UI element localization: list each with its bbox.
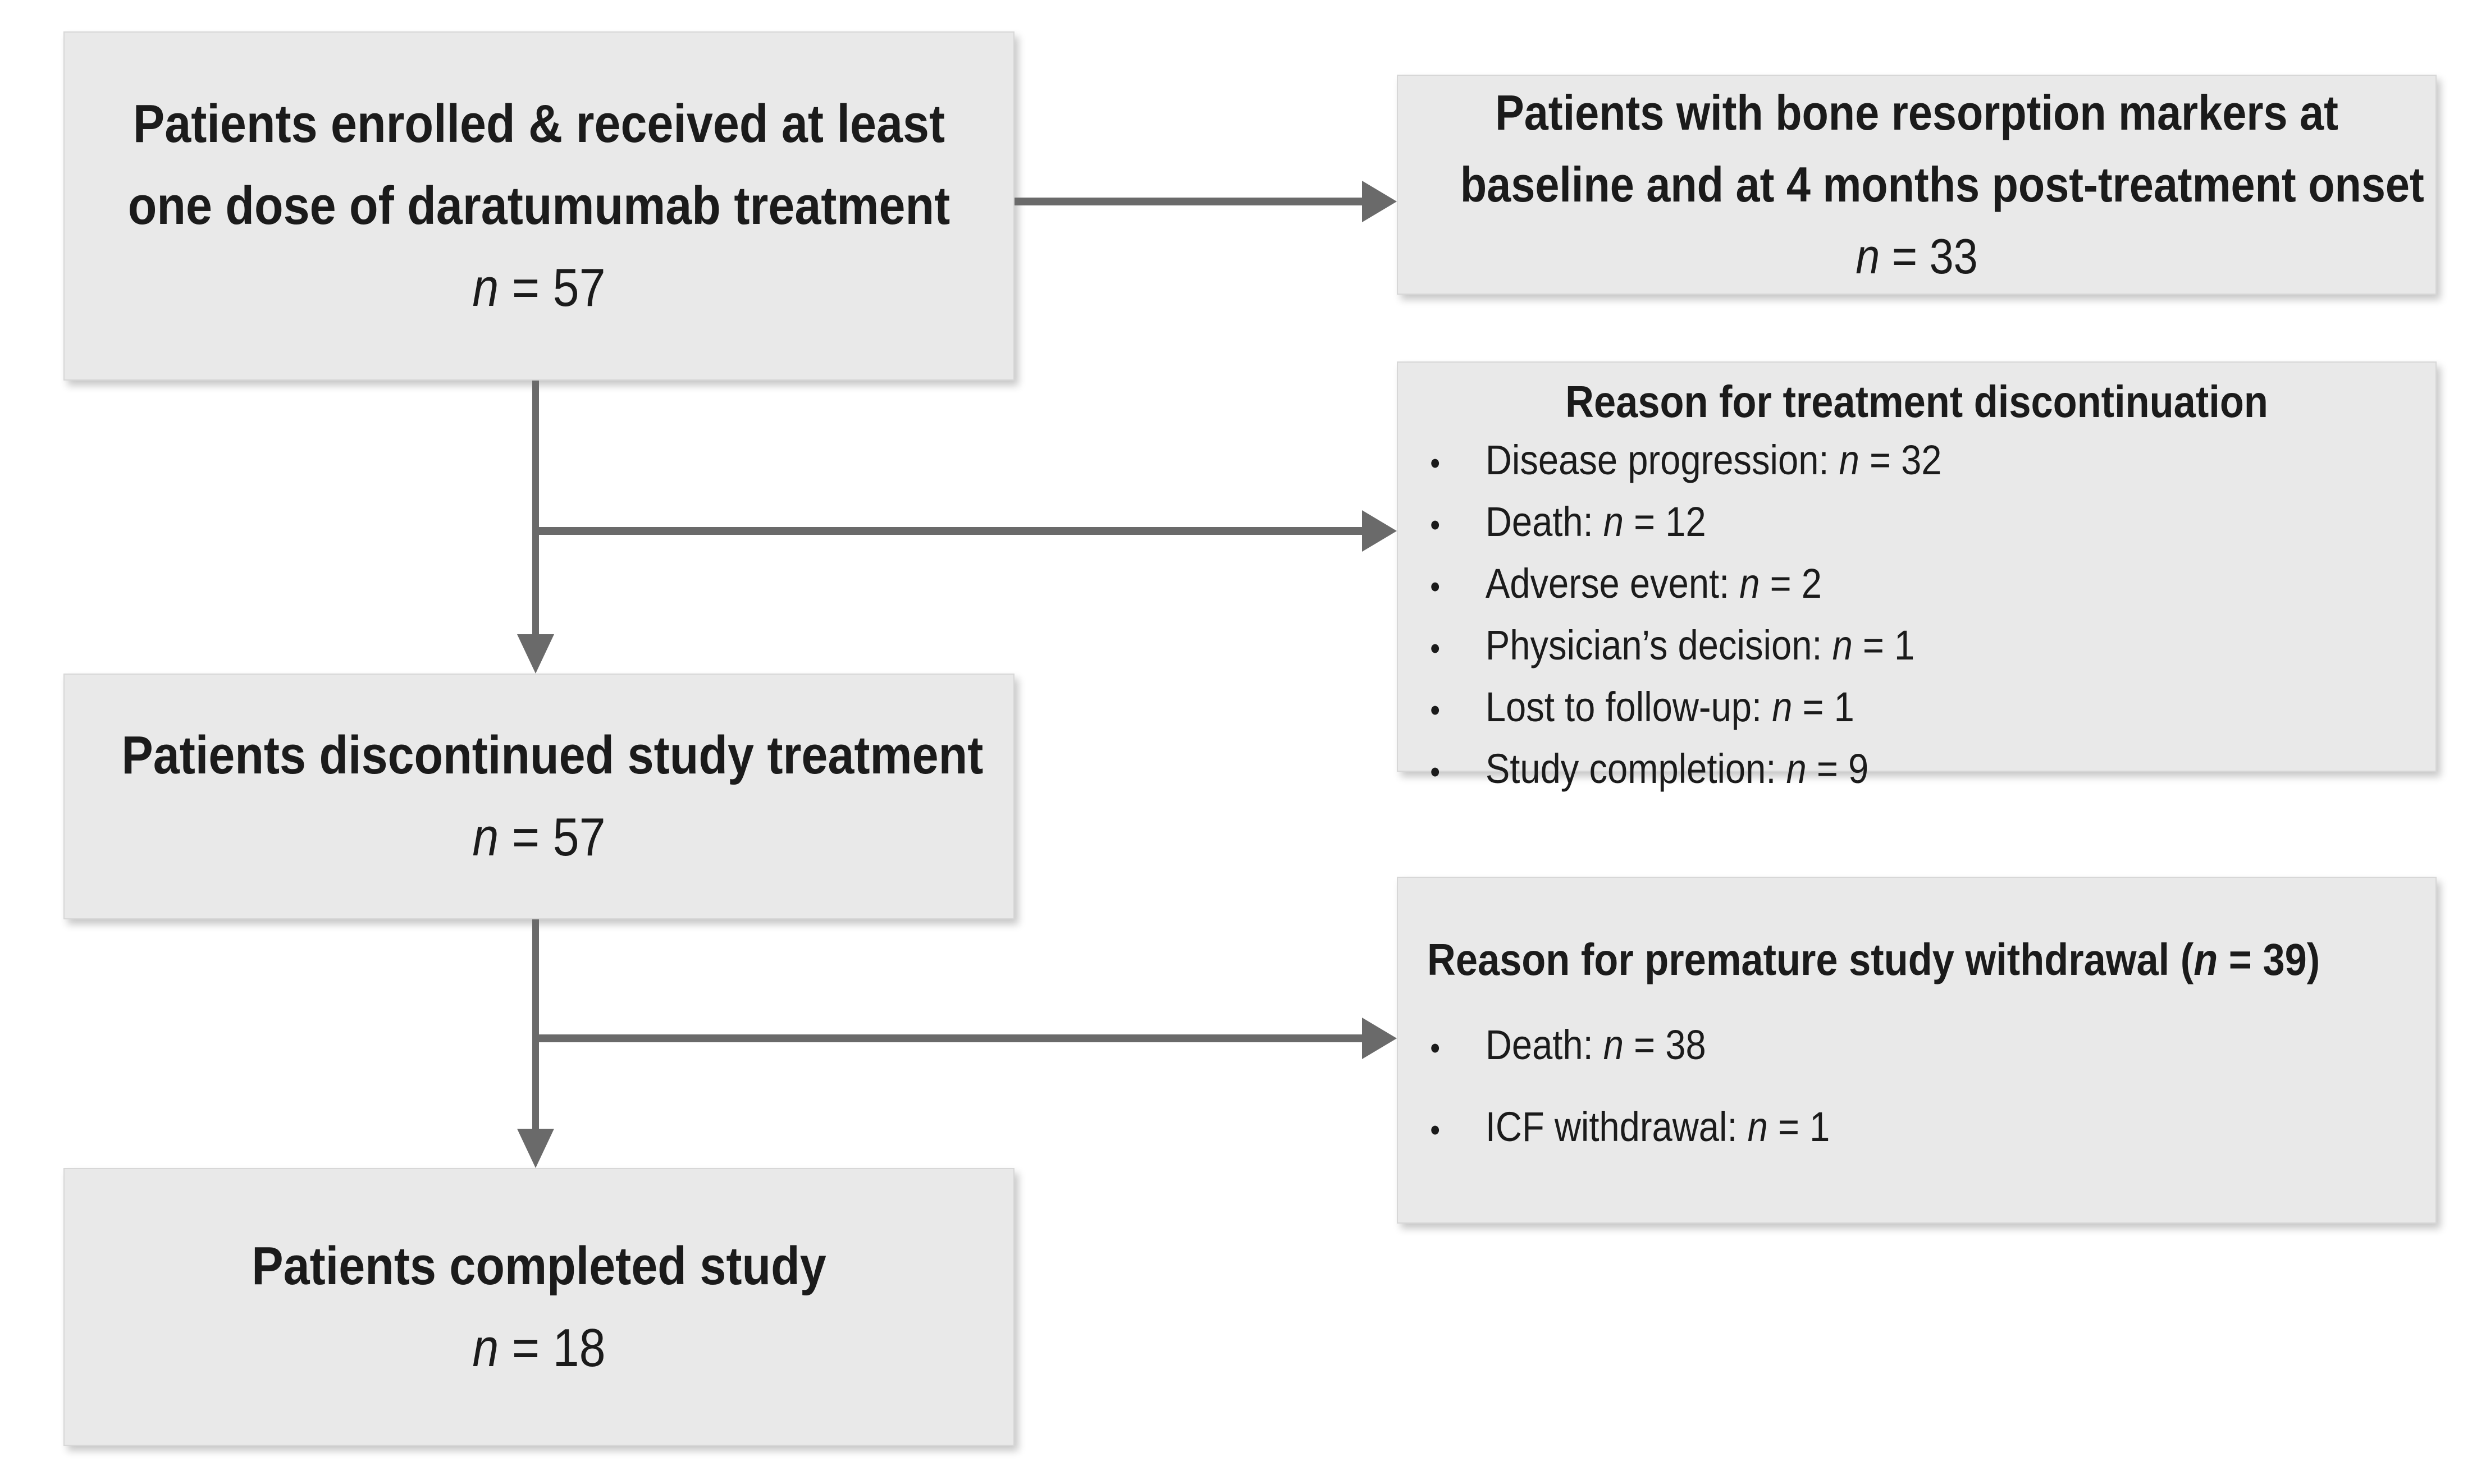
count-value: = 18 [499,1317,606,1378]
bullet-text: Adverse event: n = 2 [1486,555,1822,613]
count-value: = 38 [1624,1022,1706,1068]
n-italic: n [1739,560,1760,607]
bullet-label: Study completion: [1485,745,1786,792]
box-completed: Patients completed study n = 18 [63,1168,1014,1446]
bullet-text: Disease progression: n = 32 [1486,431,1942,489]
box-treatment-discontinuation-reasons: Reason for treatment discontinuation • D… [1397,361,2437,792]
count-value: = 12 [1624,498,1706,545]
bullet-icon: • [1430,754,1441,790]
bullet-icon: • [1430,692,1441,729]
arrow-enrolled-to-markers-head [1362,181,1397,222]
bullet-text: Physician’s decision: n = 1 [1486,616,1914,675]
list-item-lost-to-follow-up: • Lost to follow-up: n = 1 [1427,678,2289,740]
arrow-to-withdrawal-reasons-head [1362,1018,1397,1059]
list-item-physician-decision: • Physician’s decision: n = 1 [1427,616,2289,678]
list-item-study-completion: • Study completion: n = 9 [1427,740,2289,801]
box-discontinued-title: Patients discontinued study treatment [121,725,984,785]
n-italic: n [472,1317,499,1378]
box-enrolled: Patients enrolled & received at least on… [63,31,1014,381]
bullet-label: Death: [1485,498,1603,545]
list-item-icf-withdrawal: • ICF withdrawal: n = 1 [1427,1088,2289,1170]
bullet-icon: • [1430,507,1441,543]
n-italic: n [472,258,499,318]
n-italic: n [472,807,499,867]
box-enrolled-title-line2: one dose of daratumumab treatment [127,176,950,236]
bullet-label: ICF withdrawal: [1485,1103,1748,1150]
discontinuation-heading: Reason for treatment discontinuation [1565,377,2268,427]
bullet-label: Physician’s decision: [1485,622,1832,668]
box-completed-count: n = 18 [121,1307,956,1389]
n-italic: n [1856,228,1880,284]
bullet-icon: • [1430,630,1441,667]
count-value: = 1 [1852,622,1915,668]
bullet-text: ICF withdrawal: n = 1 [1486,1088,1830,1166]
n-italic: n [1839,437,1859,483]
n-italic: n [1603,498,1624,545]
arrow-enrolled-to-discontinued-line [532,381,539,636]
arrow-discontinued-to-completed-head [517,1129,554,1168]
bullet-text: Study completion: n = 9 [1486,740,1868,798]
count-value: = 57 [499,807,606,867]
bullet-icon: • [1430,1030,1441,1066]
bullet-label: Death: [1485,1022,1603,1068]
n-italic: n [1603,1022,1624,1068]
bullet-label: Lost to follow-up: [1485,684,1772,730]
count-value: = 32 [1859,437,1942,483]
n-italic: n [1747,1103,1768,1150]
box-markers-title-line1: Patients with bone resorption markers at [1495,85,2338,140]
box-bone-resorption-markers: Patients with bone resorption markers at… [1397,75,2437,295]
list-item-death: • Death: n = 12 [1427,493,2289,555]
arrow-enrolled-to-markers-line [1014,198,1364,205]
bullet-icon: • [1430,569,1441,605]
bullet-text: Death: n = 38 [1486,1006,1706,1084]
n-italic: n [2193,935,2218,984]
heading-suffix: = 39) [2218,935,2320,984]
withdrawal-heading: Reason for premature study withdrawal (n… [1427,931,2320,989]
arrow-enrolled-to-discontinued-head [517,634,554,674]
n-italic: n [1832,622,1853,668]
arrow-to-withdrawal-reasons-line [536,1034,1363,1042]
count-value: = 2 [1760,560,1822,607]
list-item-death: • Death: n = 38 [1427,1006,2289,1088]
box-discontinued: Patients discontinued study treatment n … [63,674,1014,919]
n-italic: n [1786,745,1807,792]
list-item-adverse-event: • Adverse event: n = 2 [1427,555,2289,616]
count-value: = 57 [499,258,606,318]
arrow-to-discontinuation-reasons-line [536,527,1363,535]
box-discontinued-count: n = 57 [121,796,956,878]
bullet-text: Lost to follow-up: n = 1 [1486,678,1854,736]
box-completed-title: Patients completed study [252,1235,826,1296]
count-value: = 9 [1806,745,1869,792]
count-value: = 1 [1792,684,1854,730]
box-enrolled-count: n = 57 [121,247,956,329]
box-markers-count: n = 33 [1460,221,2373,292]
bullet-icon: • [1430,445,1441,482]
bullet-text: Death: n = 12 [1486,493,1706,551]
bullet-label: Adverse event: [1485,560,1740,607]
box-markers-title-line2: baseline and at 4 months post-treatment … [1460,157,2424,212]
arrow-discontinued-to-completed-line [532,919,539,1130]
heading-prefix: Reason for premature study withdrawal ( [1427,935,2194,984]
arrow-to-discontinuation-reasons-head [1362,510,1397,552]
count-value: = 1 [1767,1103,1830,1150]
bullet-label: Disease progression: [1485,437,1839,483]
box-premature-withdrawal-reasons: Reason for premature study withdrawal (n… [1397,877,2437,1224]
bullet-icon: • [1430,1112,1441,1148]
count-value: = 33 [1880,228,1978,284]
n-italic: n [1772,684,1793,730]
box-enrolled-title-line1: Patients enrolled & received at least [132,94,945,154]
list-item-disease-progression: • Disease progression: n = 32 [1427,431,2289,493]
